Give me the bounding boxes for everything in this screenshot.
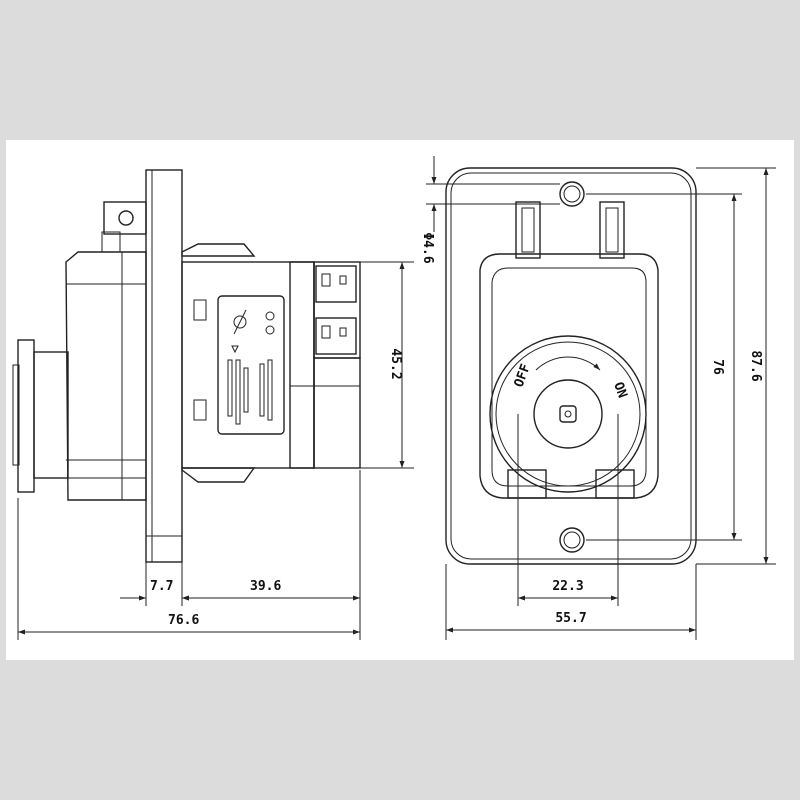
- hinge-tab: [103, 201, 147, 235]
- front-plate: [445, 167, 697, 565]
- rotation-arrow: [535, 356, 601, 371]
- mounting-flange: [145, 169, 183, 563]
- dim-hole-spacing: 76: [710, 359, 725, 375]
- terminal-tab-upper: [315, 265, 357, 303]
- dim-hole-diameter: Φ4.6: [420, 232, 435, 263]
- front-housing: [65, 251, 147, 501]
- button-stem: [33, 351, 69, 479]
- on-label: ON: [610, 380, 630, 400]
- terminal-tab-lower: [315, 317, 357, 355]
- button-bezel: [489, 335, 647, 493]
- rating-label: [217, 295, 285, 435]
- front-dimensions: Φ4.6 76 87.6 22.3 55.7: [420, 156, 776, 640]
- side-view: [12, 169, 361, 563]
- terminal-block: [313, 261, 361, 359]
- dim-flange-thickness: 7.7: [150, 579, 173, 594]
- dim-body-depth: 39.6: [250, 579, 281, 594]
- switch-housing: [479, 253, 659, 499]
- button-cap: [17, 339, 35, 493]
- dim-overall-height: 87.6: [748, 350, 763, 381]
- dim-button-diameter: 22.3: [552, 579, 583, 594]
- off-label: OFF: [512, 362, 534, 389]
- dim-overall-depth: 76.6: [168, 613, 199, 628]
- key-slot: [559, 405, 577, 423]
- front-view: OFF ON: [445, 167, 697, 565]
- switch-body: [181, 261, 315, 469]
- dim-terminal-height: 45.2: [388, 348, 403, 379]
- mounting-hole-bottom: [559, 527, 585, 553]
- dim-overall-width: 55.7: [555, 611, 586, 626]
- top-clips: [515, 201, 625, 259]
- button-face: [533, 379, 603, 449]
- side-dimensions: 7.7 39.6 76.6 45.2: [17, 261, 414, 640]
- mounting-hole-top: [559, 181, 585, 207]
